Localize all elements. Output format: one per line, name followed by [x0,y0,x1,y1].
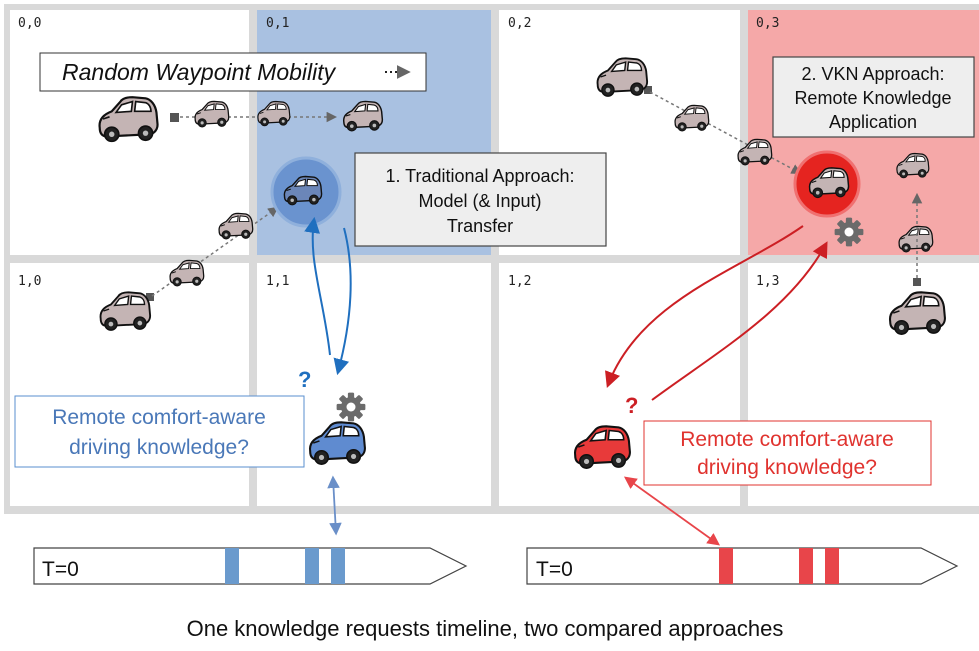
vkn-line-1: 2. VKN Approach: [801,64,944,84]
blue-question-line-1: Remote comfort-aware [52,406,266,429]
blue-request-arrow [304,216,331,356]
mobility-label: Random Waypoint Mobility [62,59,337,85]
gear-icon [336,392,366,422]
red-question-mark: ? [625,393,638,418]
blue-question-box [14,395,305,468]
vkn-line-3: Application [829,112,917,132]
traditional-line-3: Transfer [447,216,513,236]
cell-label-0-0: 0,0 [18,16,41,31]
timeline-start-label: T=0 [536,558,573,581]
red-timeline-link [623,476,721,546]
cell-label-0-3: 0,3 [756,16,779,31]
gear-icon [834,217,864,247]
red-question-line-1: Remote comfort-aware [680,428,894,451]
timeline-mark [225,548,239,584]
path-dotted-line [649,91,802,174]
red-request-arrow [651,241,828,401]
path-start-square [644,86,652,94]
blue-timeline-link [327,475,342,536]
timeline-start-label: T=0 [42,558,79,581]
path-start-square [146,293,154,301]
blue-response-arrow [333,227,352,376]
vkn-line-2: Remote Knowledge [794,88,951,108]
mobility-label-box [39,52,427,92]
timeline-arrow-red [526,547,959,585]
timeline-arrow-blue [33,547,468,585]
blue-question-mark: ? [298,367,311,392]
timeline-mark [825,548,839,584]
red-question-box [643,420,932,486]
red-response-arrow [605,225,804,388]
path-start-square [913,278,921,286]
cell-label-1-0: 1,0 [18,274,41,289]
red-question-line-2: driving knowledge? [697,456,877,479]
traditional-line-1: 1. Traditional Approach: [385,166,574,186]
traditional-approach-box [354,152,607,247]
cell-label-0-1: 0,1 [266,16,289,31]
cell-label-0-2: 0,2 [508,16,531,31]
timeline-mark [331,548,345,584]
figure-caption: One knowledge requests timeline, two com… [187,616,784,641]
traditional-line-2: Model (& Input) [418,191,541,211]
vkn-approach-box [772,56,975,138]
path-start-square [170,113,179,122]
blue-question-line-2: driving knowledge? [69,436,249,459]
cell-label-1-1: 1,1 [266,274,289,289]
cell-label-1-2: 1,2 [508,274,531,289]
cell-label-1-3: 1,3 [756,274,779,289]
timeline-mark [719,548,733,584]
timeline-mark [799,548,813,584]
timeline-mark [305,548,319,584]
cell-1-1 [257,263,491,506]
